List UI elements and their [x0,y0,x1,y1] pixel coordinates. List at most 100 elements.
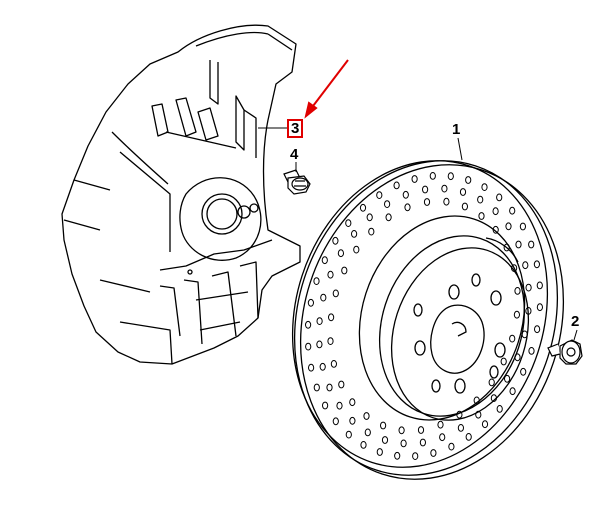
drill-hole [461,202,468,211]
drill-hole [411,175,418,183]
drill-hole [368,227,375,236]
drill-hole [503,243,510,252]
drill-hole [533,260,541,269]
drill-hole [536,303,544,312]
leader-lines [258,127,578,341]
drill-hole [305,320,312,329]
drill-hole [509,206,516,215]
callout-3-highlighted: 3 [287,119,304,138]
drill-hole [332,289,339,298]
drill-hole [505,222,512,231]
drill-hole [514,287,521,295]
drill-hole [478,212,485,220]
drill-hole [477,195,484,204]
brake-dust-shield [61,24,301,365]
drill-hole [380,421,387,430]
callout-4: 4 [290,146,299,163]
drill-hole [509,334,516,343]
drill-hole [316,340,323,349]
highlight-arrow [304,59,349,119]
drill-hole [366,213,373,222]
leader-line-1 [457,137,463,161]
leader-line-2 [573,329,578,341]
drill-hole [514,353,521,362]
drill-hole [528,240,535,249]
drill-hole [496,193,503,202]
drill-hole [376,191,383,200]
drill-hole [360,441,367,449]
drill-hole [400,439,407,448]
drill-hole [376,448,383,456]
drill-hole [448,442,455,451]
drill-hole [338,380,345,389]
drill-hole [500,357,507,366]
drill-hole [351,230,358,238]
disc-drill-holes [305,172,544,461]
drill-hole [536,281,543,290]
drill-hole [345,430,352,439]
drill-hole [422,185,429,194]
drill-hole [456,410,463,419]
drill-hole [327,337,334,346]
drill-hole [332,417,339,426]
drill-hole [394,451,401,460]
drill-hole [412,452,419,461]
drill-hole [313,277,320,286]
drill-hole [437,420,444,429]
drill-hole [364,428,371,437]
callout-1: 1 [452,121,461,138]
drill-hole [322,401,329,410]
drill-hole [513,310,521,319]
drill-hole [319,362,326,371]
drill-hole [320,293,327,302]
drill-hole [349,398,356,407]
drill-hole [384,200,391,209]
drill-hole [509,387,516,396]
drill-hole [305,342,312,351]
drill-hole [321,256,328,265]
drill-hole [430,449,437,457]
drill-hole [381,436,389,444]
drill-hole [441,184,448,193]
drill-hole [429,172,436,180]
drill-hole [349,416,356,425]
drill-hole [473,396,480,405]
drill-hole [492,225,499,234]
drill-hole [522,261,529,270]
drill-hole [475,410,482,419]
drill-hole [443,197,450,206]
drill-hole [520,367,527,376]
drill-hole [345,219,352,228]
drill-hole [496,405,503,413]
drill-hole [402,190,409,199]
drill-hole [417,426,425,434]
callout-2: 2 [571,313,580,330]
drill-hole [534,325,541,334]
drill-hole [521,330,528,339]
drill-hole [459,188,467,196]
drill-hole [419,438,426,447]
drill-hole [313,383,320,392]
drill-hole [316,317,323,326]
drill-hole [525,307,532,315]
drill-hole [353,245,360,254]
drill-hole [515,240,522,249]
drill-hole [327,270,334,279]
drill-hole [336,401,343,410]
disc-bolt [547,339,583,365]
drill-hole [328,313,335,322]
drill-hole [504,374,511,383]
drill-hole [341,266,348,275]
drill-hole [481,420,489,429]
drill-hole [481,183,488,192]
drill-hole [393,181,400,190]
drill-hole [490,394,497,403]
drill-hole [465,176,472,184]
drill-hole [363,412,370,420]
drill-hole [385,213,392,222]
drill-hole [398,426,405,435]
drill-hole [447,172,454,181]
drill-hole [423,198,431,206]
brake-disc [291,160,565,480]
